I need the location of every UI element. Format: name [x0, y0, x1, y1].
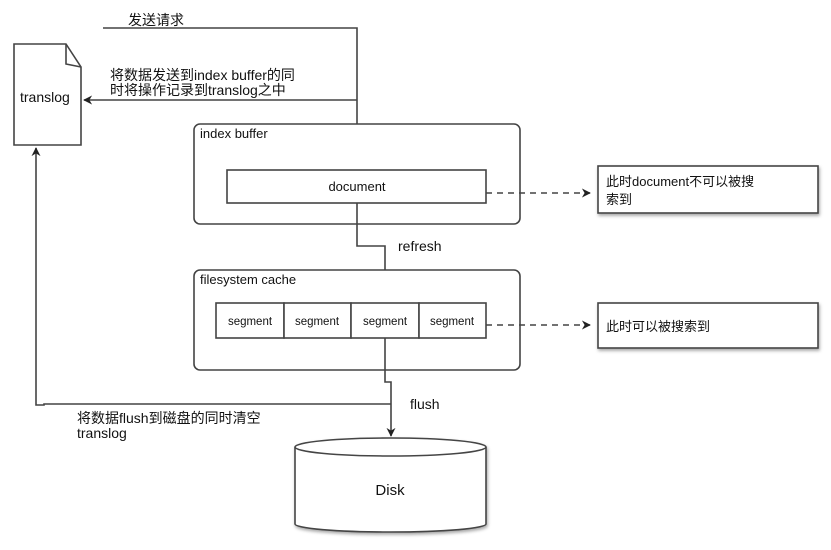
filesystem-cache-label: filesystem cache: [200, 272, 296, 287]
segment-label: segment: [295, 316, 340, 328]
note-not-searchable-2: 索到: [606, 192, 632, 207]
send-request-arrow: [103, 27, 362, 169]
segment-box: [283, 302, 352, 339]
note-searchable-box: [597, 302, 819, 349]
send-request-label: 发送请求: [128, 12, 184, 28]
flush-arrow: [384, 338, 396, 437]
disk-node: [294, 437, 487, 533]
segment-label: segment: [430, 316, 475, 328]
write-translog-label-1: 将数据发送到index buffer的同: [110, 67, 295, 83]
translog-label: translog: [20, 89, 70, 105]
segment-row: segment segment segment segment: [215, 302, 487, 339]
segment-label: segment: [228, 316, 273, 328]
refresh-label: refresh: [398, 238, 442, 254]
write-translog-label-2: 时将操作记录到translog之中: [110, 82, 286, 98]
clear-translog-arrow: [31, 147, 391, 406]
flush-label: flush: [410, 396, 440, 412]
clear-translog-label-1: 将数据flush到磁盘的同时清空: [77, 410, 261, 426]
segment-box: [418, 302, 487, 339]
document-label: document: [328, 179, 385, 194]
note-searchable: 此时可以被搜索到: [606, 319, 710, 334]
note-not-searchable-1: 此时document不可以被搜: [606, 174, 754, 189]
document-box: [226, 169, 487, 204]
segment-box: [215, 302, 285, 339]
translog-node: translog: [13, 43, 82, 146]
note-not-searchable-box: [597, 165, 819, 214]
index-buffer-label: index buffer: [200, 126, 268, 141]
disk-label: Disk: [375, 482, 405, 499]
segment-label: segment: [363, 316, 408, 328]
clear-translog-label-2: translog: [77, 425, 127, 441]
